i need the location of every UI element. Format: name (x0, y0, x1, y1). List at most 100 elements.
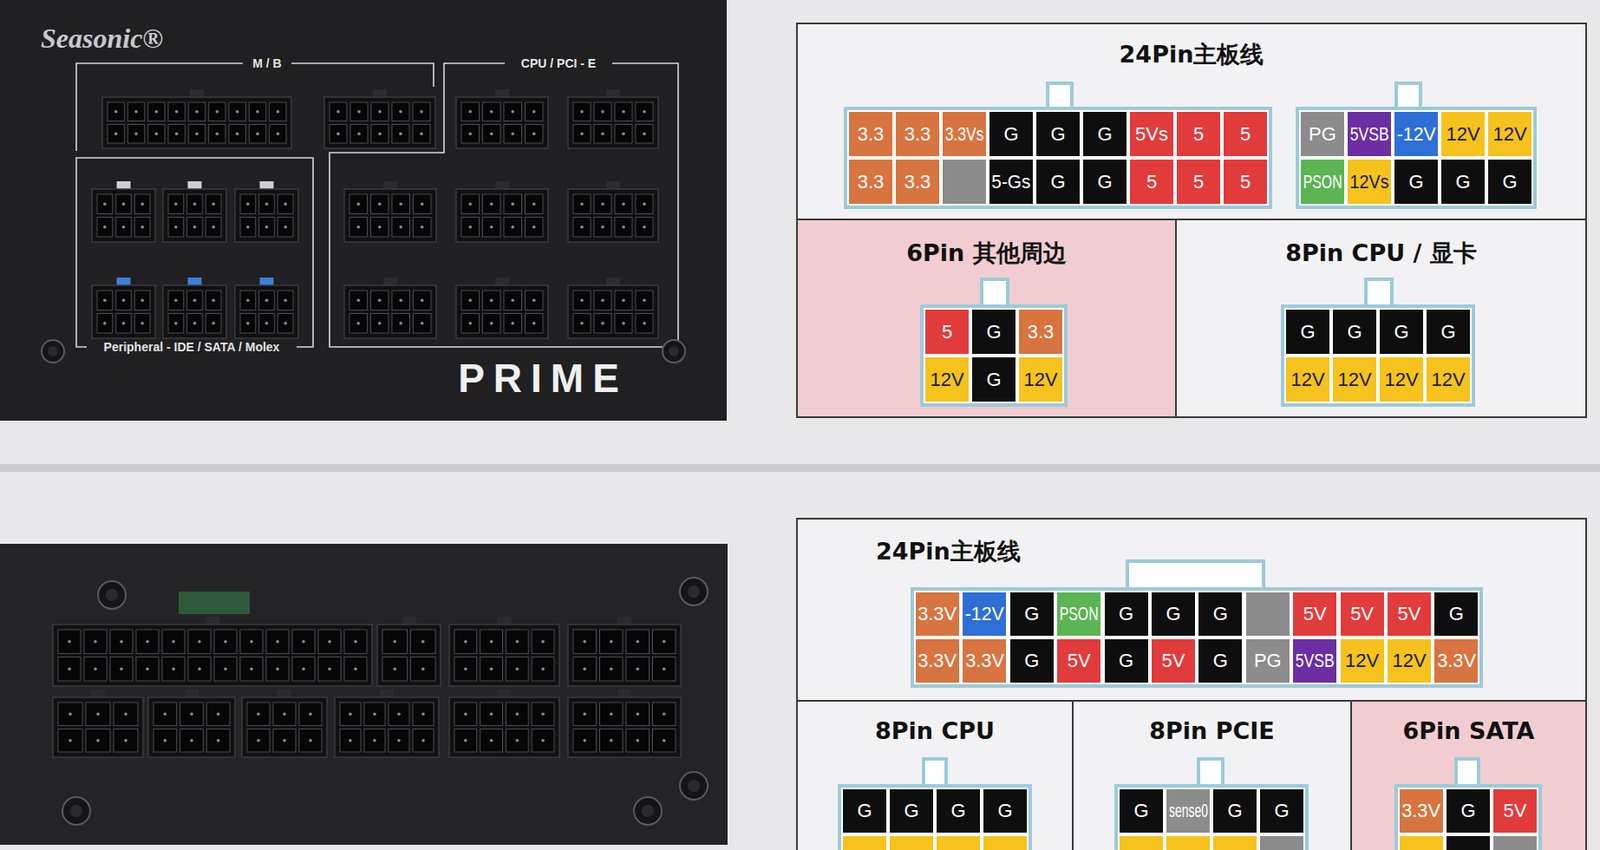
pin-cell (1493, 835, 1537, 850)
pin-label: 12V (1290, 368, 1325, 392)
pin-hole (188, 629, 211, 654)
pin-contact (216, 711, 221, 716)
pin-contact (642, 131, 647, 136)
pin-label: 5 (1193, 170, 1204, 194)
pin-hole (382, 657, 408, 682)
pin-hole (573, 290, 591, 311)
pin-hole (391, 313, 411, 334)
pin-hole (349, 194, 368, 215)
connector-socket (456, 189, 549, 242)
pin-hole (573, 657, 597, 682)
pin-hole (168, 124, 185, 144)
pin-cell: 5-Gs (989, 159, 1033, 204)
panel-heading: 24Pin主板线 (875, 535, 1021, 568)
pin-cell: sense0 (1166, 789, 1210, 833)
pin-cell (842, 835, 887, 850)
pin-contact (635, 711, 640, 716)
connector-socket (456, 285, 549, 339)
pin-hole (214, 657, 237, 682)
pin-contact (134, 131, 138, 136)
pin-contact (489, 640, 494, 644)
pin-contact (489, 321, 494, 326)
pin-hole (506, 629, 529, 654)
pin-hole (116, 290, 132, 311)
pin-hole (113, 729, 138, 753)
pin-hole (364, 729, 386, 753)
pin-contact (67, 666, 72, 671)
connector-socket (91, 189, 156, 242)
pin-contact (600, 298, 605, 302)
pin-contact (489, 298, 494, 302)
pin-hole (134, 313, 151, 334)
pin-contact (372, 738, 377, 743)
pin-cell: G (1151, 592, 1196, 636)
pin-contact (283, 321, 288, 326)
connector-group (41, 89, 708, 825)
pin-hole (531, 729, 555, 753)
pin-hole (635, 217, 654, 238)
pin-cell (1119, 835, 1163, 850)
pin-contact (489, 666, 494, 671)
pin-label: 3.3V (917, 602, 957, 626)
pin-contact (398, 131, 403, 136)
pin-hole (134, 290, 151, 311)
pin-cell: PSON (1300, 159, 1345, 204)
pin-hole (371, 194, 390, 215)
pin-label: G (1460, 799, 1476, 823)
pin-hole (573, 194, 591, 215)
pin-contact (532, 202, 536, 206)
pin-contact (265, 225, 269, 229)
panel-heading: 6Pin 其他周边 (906, 237, 1066, 269)
pin-hole (506, 657, 529, 682)
pin-hole (136, 657, 159, 682)
pin-contact (249, 666, 254, 671)
pin-cell: G (936, 789, 980, 833)
pin-contact (621, 225, 626, 229)
panel-heading: 8Pin PCIE (1149, 717, 1275, 745)
pin-contact (621, 110, 626, 114)
pin-contact (609, 640, 614, 644)
pin-label: 12V (1430, 368, 1465, 392)
pin-cell: 3.3V (915, 592, 960, 636)
pin-contact (635, 640, 640, 644)
pin-cell: G (842, 789, 887, 833)
pin-contact (215, 131, 220, 136)
pin-cell (1399, 835, 1444, 850)
pin-contact (353, 640, 358, 644)
pin-hole (107, 124, 125, 144)
pin-cell: 12V (1488, 111, 1532, 157)
pin-contact (541, 738, 545, 743)
pin-hole (110, 657, 133, 682)
pin-cell: 5V (1387, 592, 1431, 636)
pin-contact (301, 640, 306, 644)
pin-cell: 3.3 (1018, 309, 1063, 354)
pin-cell: 12Vs (1347, 159, 1392, 204)
pin-contact (174, 321, 178, 326)
pin-label: 5 (941, 320, 953, 344)
pin-contact (174, 298, 178, 302)
pin-contact (171, 666, 176, 671)
pin-contact (515, 666, 520, 671)
pin-label: G (1440, 320, 1456, 344)
pin-label: -12V (965, 602, 1005, 626)
pin-contact (265, 321, 269, 326)
pin-label: G (1024, 649, 1039, 673)
pin-contact (68, 711, 72, 716)
pin-hole (635, 124, 654, 144)
pin-hole (116, 217, 132, 238)
pin-hole (653, 702, 677, 726)
pin-hole (259, 217, 275, 238)
pin-contact (532, 298, 536, 302)
pin-contact (600, 321, 605, 326)
pin-contact (421, 738, 425, 743)
pin-contact (211, 225, 216, 229)
pin-cell: 3.3V (915, 639, 960, 683)
pin-hole (503, 194, 523, 215)
pin-contact (510, 131, 515, 136)
pin-hole (454, 702, 477, 726)
pin-contact (327, 640, 332, 644)
pin-contact (621, 298, 626, 302)
pin-hole (349, 217, 368, 238)
pin-cell (1446, 835, 1490, 850)
group-outline (329, 63, 679, 347)
